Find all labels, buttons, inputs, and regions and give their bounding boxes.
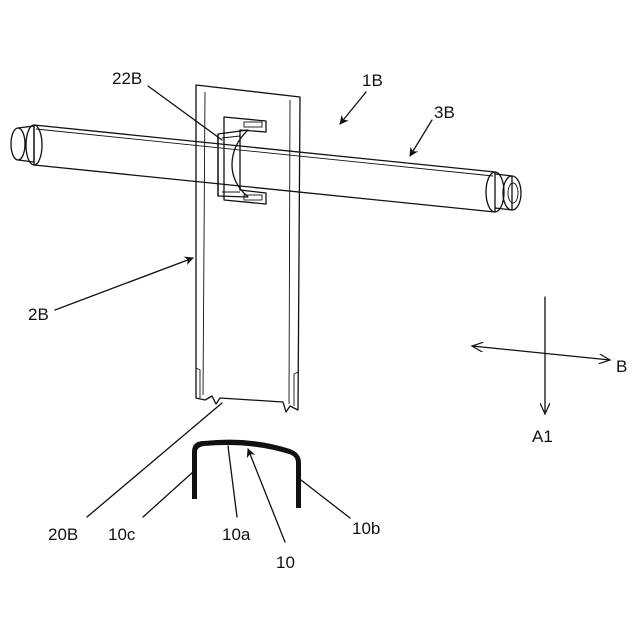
leader-20b (87, 403, 222, 517)
label-b: B (616, 357, 627, 376)
bracket-22b (218, 117, 266, 204)
label-22b: 22B (112, 69, 142, 88)
leader-3b (410, 120, 432, 156)
leader-22b (148, 86, 222, 140)
leader-10b (301, 480, 350, 518)
leader-10 (248, 449, 285, 542)
leader-1b (340, 92, 366, 124)
leader-10a (228, 446, 237, 517)
reference-labels: 1B 3B 22B 2B 20B 10c 10a 10 10b A1 B (28, 69, 627, 572)
leader-2b (55, 258, 193, 310)
clip-10 (192, 440, 301, 508)
direction-b-arrow (472, 346, 610, 360)
label-3b: 3B (434, 103, 455, 122)
label-2b: 2B (28, 305, 49, 324)
leader-lines (55, 86, 432, 542)
label-20b: 20B (48, 525, 78, 544)
leader-10c (143, 472, 193, 517)
plate-2b (196, 85, 300, 412)
label-10b: 10b (352, 519, 380, 538)
label-a1: A1 (532, 427, 553, 446)
label-10c: 10c (108, 525, 136, 544)
label-1b: 1B (362, 71, 383, 90)
label-10: 10 (276, 553, 295, 572)
direction-indicator (472, 297, 610, 414)
label-10a: 10a (222, 525, 251, 544)
